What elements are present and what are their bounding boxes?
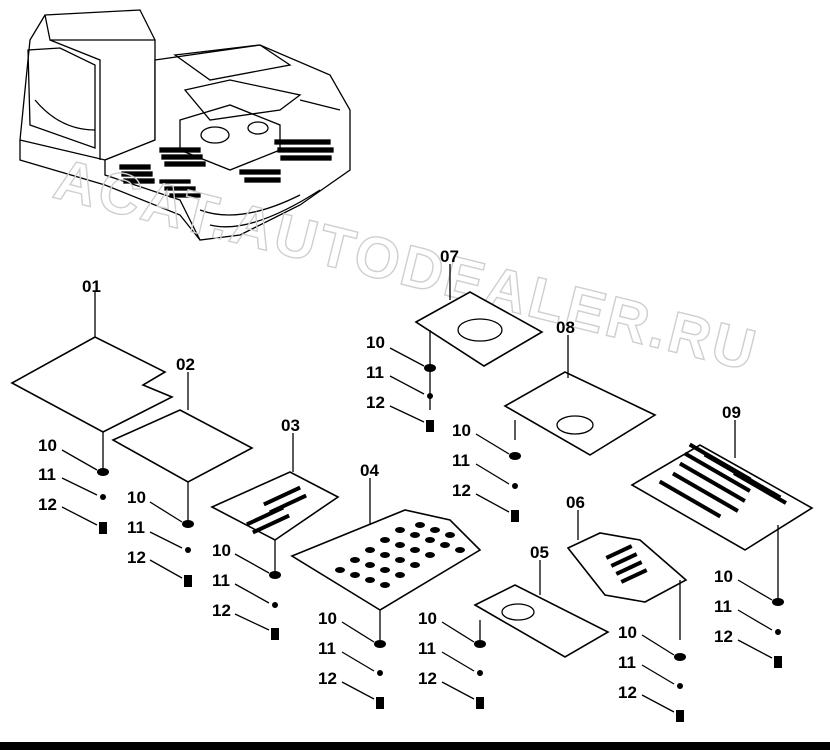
plate-05: 05 <box>473 543 610 658</box>
label-11: 11 <box>127 518 145 537</box>
label-11: 11 <box>212 571 230 590</box>
label-10: 10 <box>366 333 385 352</box>
plate-06: 06 <box>566 493 688 640</box>
fastener-stack-01: 10 11 12 <box>38 436 109 534</box>
plate-08: 08 <box>503 318 657 456</box>
fastener-stack-05: 10 11 12 <box>418 609 486 709</box>
fastener-stack-03: 10 11 12 <box>212 541 281 640</box>
label-12: 12 <box>212 601 231 620</box>
label-10: 10 <box>618 623 637 642</box>
label-10: 10 <box>212 541 231 560</box>
label-10: 10 <box>318 609 337 628</box>
label-12: 12 <box>366 393 385 412</box>
label-12: 12 <box>418 669 437 688</box>
fastener-stack-07: 10 11 12 <box>366 333 436 432</box>
label-07: 07 <box>440 247 459 266</box>
fastener-stack-04: 10 11 12 <box>318 609 386 709</box>
fastener-stack-06: 10 11 12 <box>618 623 686 722</box>
label-11: 11 <box>714 597 732 616</box>
plate-09-slots <box>658 442 787 519</box>
label-05: 05 <box>530 543 549 562</box>
fastener-stack-09: 10 11 12 <box>714 567 784 668</box>
plate-09: 09 <box>630 403 814 600</box>
fastener-stack-08: 10 11 12 <box>452 421 521 522</box>
label-01: 01 <box>82 277 101 296</box>
plate-04: 04 <box>290 461 482 640</box>
excavator-vents <box>119 139 334 198</box>
label-11: 11 <box>38 465 56 484</box>
label-08: 08 <box>556 318 575 337</box>
label-11: 11 <box>418 639 436 658</box>
label-10: 10 <box>38 436 57 455</box>
label-09: 09 <box>722 403 741 422</box>
watermark: ACAT.AUTODEALER.RU <box>48 146 764 384</box>
label-04: 04 <box>360 461 379 480</box>
label-12: 12 <box>618 683 637 702</box>
label-10: 10 <box>452 421 471 440</box>
label-11: 11 <box>452 451 470 470</box>
label-11: 11 <box>618 653 636 672</box>
plate-04-holes <box>335 522 465 588</box>
fastener-stack-02: 10 11 12 <box>127 488 194 587</box>
label-12: 12 <box>38 495 57 514</box>
label-06: 06 <box>566 493 585 512</box>
label-10: 10 <box>418 609 437 628</box>
label-12: 12 <box>714 627 733 646</box>
excavator-illustration <box>19 9 351 241</box>
label-03: 03 <box>281 416 300 435</box>
label-12: 12 <box>318 669 337 688</box>
plate-03: 03 <box>210 416 340 572</box>
plate-01: 01 <box>10 277 174 470</box>
label-12: 12 <box>452 481 471 500</box>
label-10: 10 <box>714 567 733 586</box>
label-11: 11 <box>366 363 384 382</box>
bottom-border <box>0 742 830 750</box>
label-02: 02 <box>176 355 195 374</box>
plate-02: 02 <box>111 355 254 522</box>
label-12: 12 <box>127 548 146 567</box>
label-10: 10 <box>127 488 146 507</box>
label-11: 11 <box>318 639 336 658</box>
